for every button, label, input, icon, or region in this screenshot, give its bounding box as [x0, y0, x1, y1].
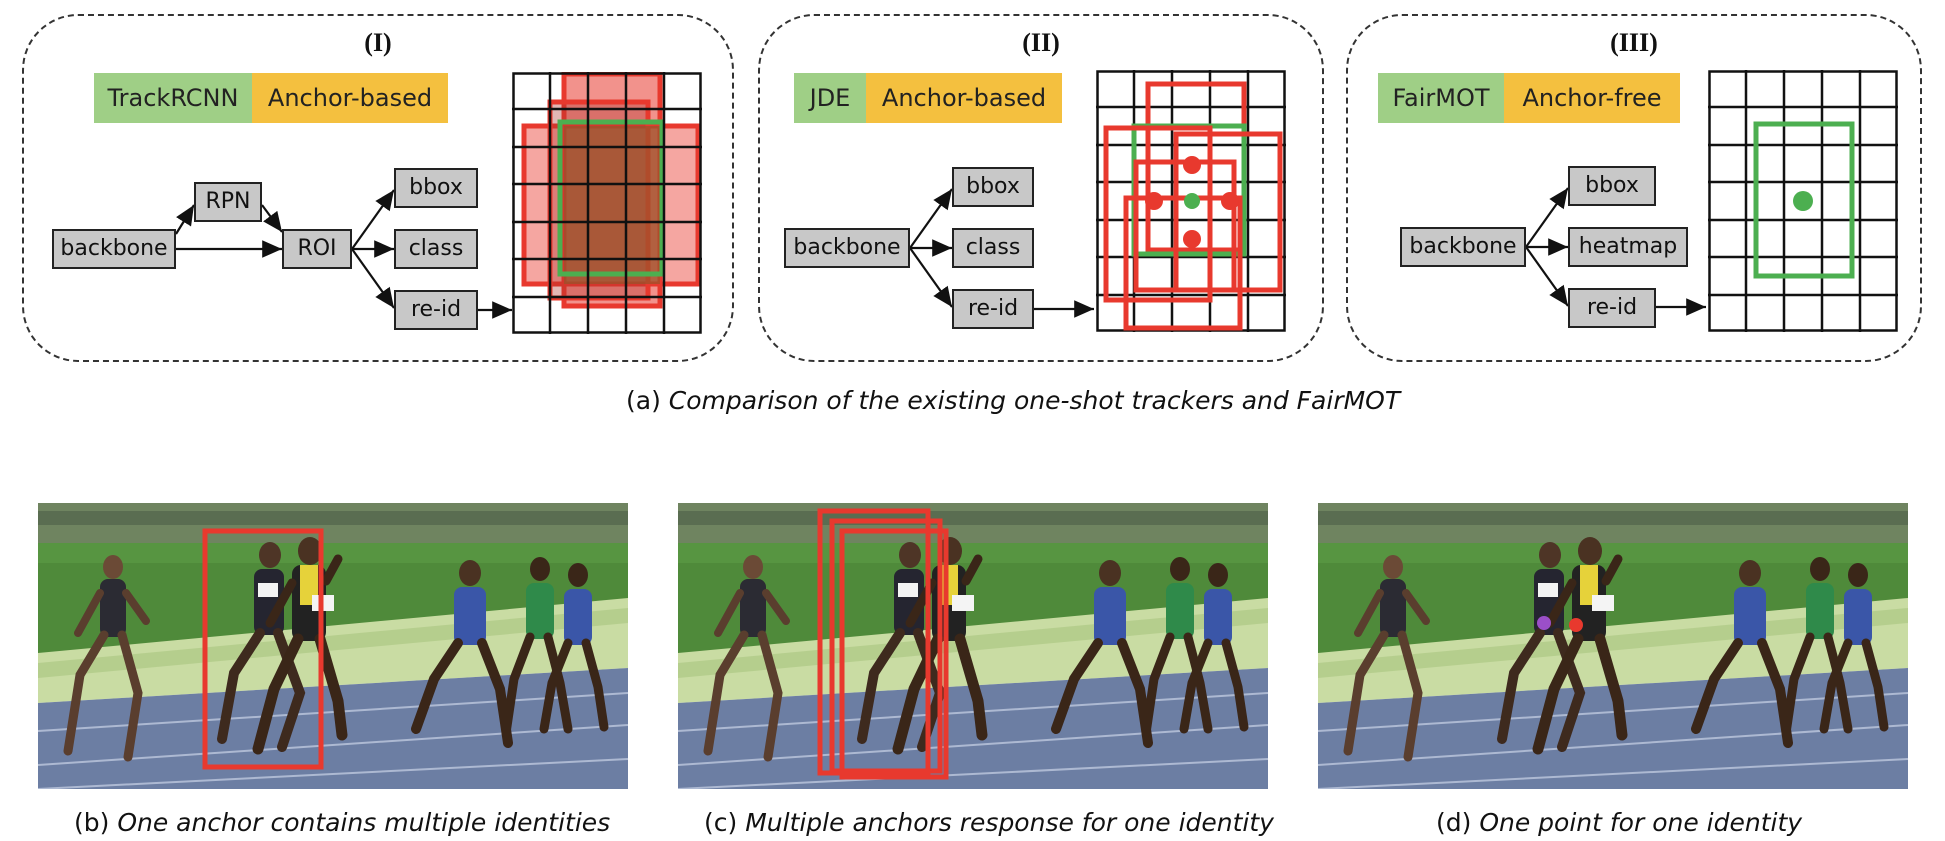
- object-center-dot: [1184, 193, 1200, 209]
- backbone-box: backbone: [52, 229, 176, 269]
- caption-prefix: (a): [626, 386, 669, 415]
- anchor-center-dot: [1221, 192, 1239, 210]
- anchor-center-dot: [1183, 230, 1201, 248]
- class-box: class: [952, 228, 1034, 268]
- reid-box: re-id: [1568, 288, 1656, 328]
- anchor-box: [202, 528, 324, 770]
- photo-c: [678, 503, 1268, 789]
- anchor-box: [1123, 195, 1243, 331]
- bbox-box: bbox: [952, 167, 1034, 207]
- caption-b: (b) One anchor contains multiple identit…: [74, 808, 610, 837]
- anchor-boxes: [521, 72, 701, 309]
- anchor-center-dot: [1145, 192, 1163, 210]
- race-photo: [1318, 503, 1908, 789]
- overlap-region: [564, 126, 660, 284]
- anchor-box: [1103, 125, 1213, 303]
- caption-text: One anchor contains multiple identities: [117, 808, 611, 837]
- identity-point: [1537, 616, 1551, 630]
- ground-truth-box: [557, 119, 665, 277]
- panel-number: (I): [364, 28, 392, 57]
- backbone-box: backbone: [784, 228, 910, 268]
- anchor-box: [1173, 131, 1283, 293]
- anchor-box: [829, 518, 943, 774]
- method-tag: FairMOT: [1378, 73, 1504, 123]
- panel-jde: (II): [758, 14, 1324, 362]
- caption-c: (c) Multiple anchors response for one id…: [704, 808, 1274, 837]
- class-box: class: [394, 229, 478, 269]
- anchor-grid-2: [1096, 70, 1286, 332]
- caption-text: One point for one identity: [1479, 808, 1803, 837]
- race-photo: [38, 503, 628, 789]
- caption-prefix: (c): [704, 808, 746, 837]
- panel-fairmot: (III): [1346, 14, 1922, 362]
- heatmap-box: heatmap: [1568, 227, 1688, 267]
- backbone-box: backbone: [1400, 227, 1526, 267]
- ground-truth-box: [1753, 121, 1855, 279]
- method-tag: JDE: [794, 73, 866, 123]
- panel-trackrcnn: (I): [22, 14, 734, 362]
- caption-text: Comparison of the existing one-shot trac…: [668, 386, 1401, 415]
- bbox-box: bbox: [394, 168, 478, 208]
- grid-lines: [512, 72, 702, 334]
- anchor-boxes: [1103, 81, 1283, 331]
- panel-number: (III): [1610, 28, 1658, 57]
- reid-box: re-id: [394, 290, 478, 330]
- anchor-type-tag: Anchor-free: [1504, 73, 1680, 123]
- caption-prefix: (b): [74, 808, 118, 837]
- panel-number: (II): [1022, 28, 1060, 57]
- anchor-centers: [1145, 156, 1239, 248]
- anchor-type-tag: Anchor-based: [866, 73, 1062, 123]
- race-photo: [678, 503, 1268, 789]
- caption-a: (a) Comparison of the existing one-shot …: [626, 386, 1400, 415]
- anchor-grid-1: [512, 72, 702, 334]
- anchor-boxes: [817, 508, 949, 780]
- caption-text: Multiple anchors response for one identi…: [745, 808, 1274, 837]
- caption-d: (d) One point for one identity: [1436, 808, 1802, 837]
- photo-b: [38, 503, 628, 789]
- anchor-box: [839, 528, 949, 780]
- center-grid: [1708, 70, 1898, 332]
- identity-point: [1569, 618, 1583, 632]
- method-tag: TrackRCNN: [94, 73, 252, 123]
- reid-box: re-id: [952, 289, 1034, 329]
- caption-prefix: (d): [1436, 808, 1480, 837]
- object-center-dot: [1793, 191, 1813, 211]
- anchor-type-tag: Anchor-based: [252, 73, 448, 123]
- bbox-box: bbox: [1568, 166, 1656, 206]
- photo-d: [1318, 503, 1908, 789]
- grid-lines: [1708, 70, 1898, 332]
- anchor-center-dot: [1183, 156, 1201, 174]
- rpn-box: RPN: [194, 182, 262, 222]
- roi-box: ROI: [282, 229, 352, 269]
